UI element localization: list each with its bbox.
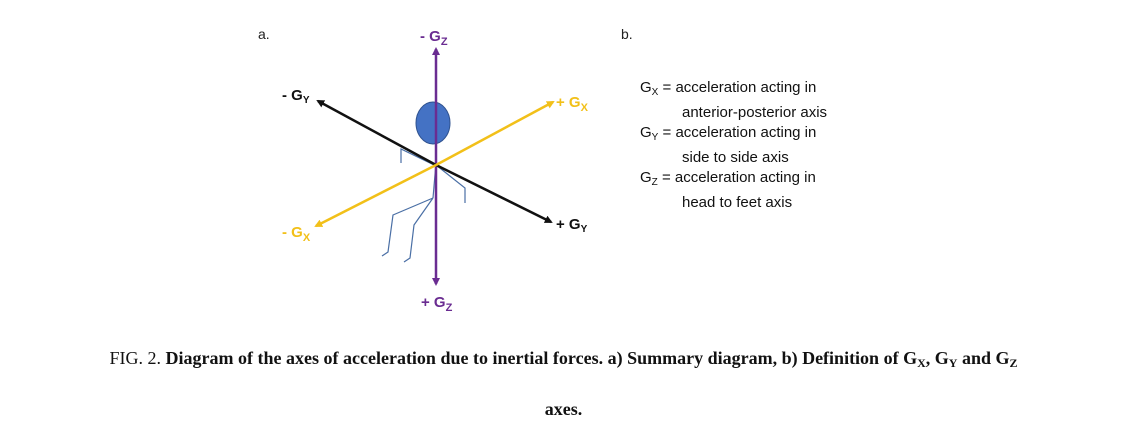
right-arm — [435, 164, 466, 203]
left-leg — [381, 197, 434, 257]
definitions-block: GX = acceleration acting in anterior-pos… — [640, 78, 827, 213]
gy-axis-neg — [316, 99, 437, 167]
stick-figure — [381, 101, 466, 263]
label-neg-gz: - GZ — [420, 28, 448, 48]
figure-caption: FIG. 2. Diagram of the axes of accelerat… — [0, 348, 1127, 420]
label-pos-gz: + GZ — [421, 294, 453, 314]
gy-axis-pos — [435, 163, 553, 224]
label-pos-gx: + GX — [556, 94, 589, 114]
definition-gy: GY = acceleration acting in side to side… — [640, 124, 817, 166]
caption-prefix: FIG. 2. — [109, 348, 166, 368]
definition-gx: GX = acceleration acting in anterior-pos… — [640, 79, 828, 121]
gx-axis-pos — [435, 100, 555, 167]
panel-a-label: a. — [258, 26, 270, 42]
panel-b-label: b. — [621, 26, 633, 42]
head-shape — [415, 101, 451, 145]
label-neg-gx: - GX — [282, 224, 311, 244]
definition-gz: GZ = acceleration acting in head to feet… — [640, 169, 816, 211]
label-neg-gy: - GY — [282, 87, 310, 106]
left-arm — [400, 148, 435, 166]
caption-bold: Diagram of the axes of acceleration due … — [165, 348, 1018, 370]
right-leg — [403, 197, 434, 263]
gx-axis-neg — [314, 163, 437, 228]
label-pos-gy: + GY — [556, 216, 588, 235]
axes-diagram: - GZ + GZ - GY + GY - GX + GX — [282, 28, 589, 314]
caption-line2: axes. — [544, 399, 583, 419]
